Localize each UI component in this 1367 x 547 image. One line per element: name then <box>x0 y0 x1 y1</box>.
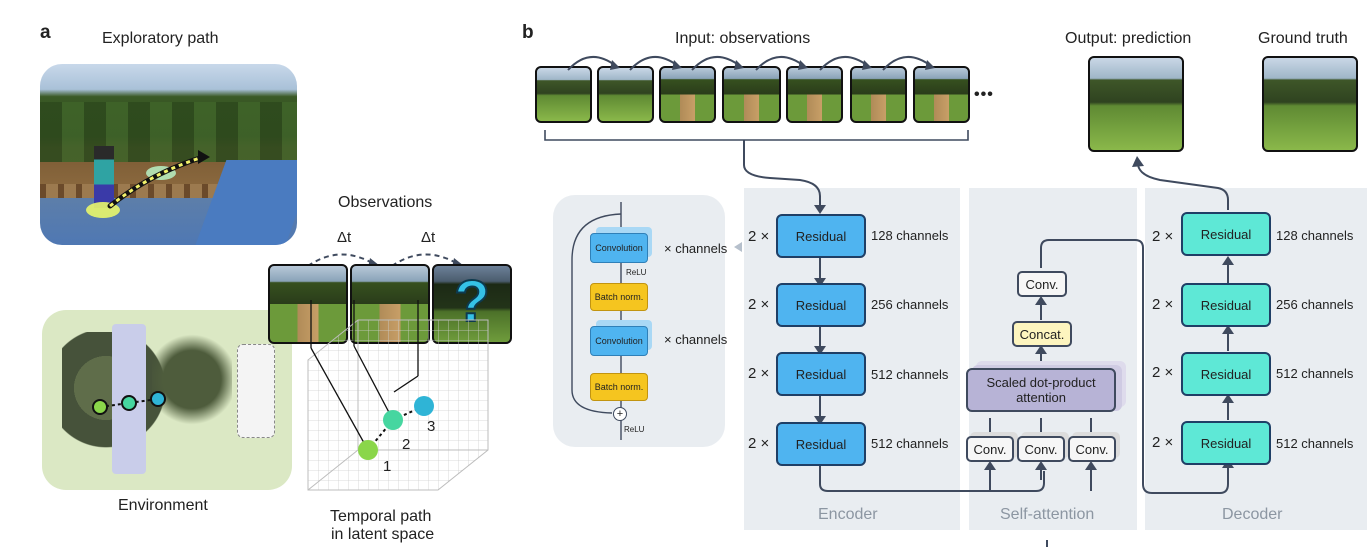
delta-t-label-2: Δt <box>421 229 436 246</box>
latent-point-3-label: 3 <box>427 418 436 435</box>
encoder-mult-4: 2 × <box>748 435 770 452</box>
attention-label-line1: Scaled dot-product <box>986 375 1096 390</box>
player-figure <box>94 146 114 208</box>
encoder-residual-3: Residual <box>776 352 866 396</box>
input-frame-2 <box>597 66 654 123</box>
attention-concat: Concat. <box>1012 321 1072 347</box>
attention-conv-output: Conv. <box>1017 271 1067 297</box>
decoder-residual-3: Residual <box>1181 352 1271 396</box>
encoder-channels-3: 512 channels <box>871 367 949 382</box>
input-sequence-arrows <box>567 56 935 71</box>
ground-truth-label: Ground truth <box>1258 30 1348 47</box>
environment-trajectory <box>92 391 166 415</box>
delta-t-label-1: Δt <box>337 229 352 246</box>
detail-channels-2: × channels <box>664 332 728 347</box>
encoder-mult-1: 2 × <box>748 228 770 245</box>
decoder-mult-1: 2 × <box>1152 228 1174 245</box>
attention-label-line2: attention <box>1016 390 1066 405</box>
exploration-arrow <box>107 150 210 209</box>
encoder-channels-4: 512 channels <box>871 436 949 451</box>
decoder-channels-1: 128 channels <box>1276 228 1354 243</box>
latent-point-3 <box>414 396 434 416</box>
input-frame-5 <box>786 66 843 123</box>
decoder-residual-2: Residual <box>1181 283 1271 327</box>
decoder-title: Decoder <box>1222 506 1283 523</box>
decoder-mult-3: 2 × <box>1152 364 1174 381</box>
encoder-residual-1: Residual <box>776 214 866 258</box>
attention-conv-value: Conv. <box>1068 436 1116 462</box>
detail-relu-2: ReLU <box>624 425 645 434</box>
env-point-3 <box>150 391 166 407</box>
decoder-channels-2: 256 channels <box>1276 297 1354 312</box>
exploratory-path-label: Exploratory path <box>102 30 219 47</box>
output-prediction-frame <box>1088 56 1184 152</box>
ground-truth-frame <box>1262 56 1358 152</box>
input-frame-3 <box>659 66 716 123</box>
observation-frame-1 <box>268 264 348 344</box>
latent-point-1 <box>358 440 378 460</box>
latent-space-cube <box>307 300 489 491</box>
encoder-channels-1: 128 channels <box>871 228 949 243</box>
panel-a-letter: a <box>40 22 51 43</box>
temporal-path-label-line2: in latent space <box>331 526 435 543</box>
attention-conv-key: Conv. <box>1017 436 1065 462</box>
environment-label: Environment <box>118 497 208 514</box>
panel-b-letter: b <box>522 22 534 43</box>
env-point-2 <box>121 395 137 411</box>
encoder-mult-3: 2 × <box>748 365 770 382</box>
input-frame-6 <box>850 66 907 123</box>
latent-point-2 <box>383 410 403 430</box>
env-point-1 <box>92 399 108 415</box>
self-attention-title: Self-attention <box>1000 506 1095 523</box>
decoder-residual-4: Residual <box>1181 421 1271 465</box>
decoder-residual-1: Residual <box>1181 212 1271 256</box>
detail-batchnorm-2: Batch norm. <box>590 373 648 401</box>
encoder-residual-4: Residual <box>776 422 866 466</box>
attention-conv-query: Conv. <box>966 436 1014 462</box>
exploratory-path-image <box>40 64 297 245</box>
latent-point-2-label: 2 <box>402 436 411 453</box>
temporal-path-label-line1: Temporal path <box>330 508 432 525</box>
detail-add-node: + <box>613 407 627 421</box>
detail-relu-1: ReLU <box>626 268 647 277</box>
decoder-channels-3: 512 channels <box>1276 366 1354 381</box>
encoder-residual-2: Residual <box>776 283 866 327</box>
latent-point-1-label: 1 <box>383 458 392 475</box>
observations-label: Observations <box>338 194 433 211</box>
scaled-dot-product-attention: Scaled dot-product attention <box>966 368 1116 412</box>
detail-batchnorm-1: Batch norm. <box>590 283 648 311</box>
decoder-mult-2: 2 × <box>1152 296 1174 313</box>
input-ellipsis: ••• <box>974 86 994 103</box>
input-frame-7 <box>913 66 970 123</box>
detail-conv-1: Convolution <box>590 233 648 263</box>
encoder-channels-2: 256 channels <box>871 297 949 312</box>
input-frame-4 <box>722 66 781 123</box>
self-attention-panel <box>969 188 1137 530</box>
decoder-channels-4: 512 channels <box>1276 436 1354 451</box>
encoder-mult-2: 2 × <box>748 296 770 313</box>
input-frame-1 <box>535 66 592 123</box>
output-prediction-label: Output: prediction <box>1065 30 1192 47</box>
decoder-mult-4: 2 × <box>1152 434 1174 451</box>
detail-conv-2: Convolution <box>590 326 648 356</box>
detail-channels-1: × channels <box>664 241 728 256</box>
encoder-title: Encoder <box>818 506 878 523</box>
input-observations-label: Input: observations <box>675 30 811 47</box>
